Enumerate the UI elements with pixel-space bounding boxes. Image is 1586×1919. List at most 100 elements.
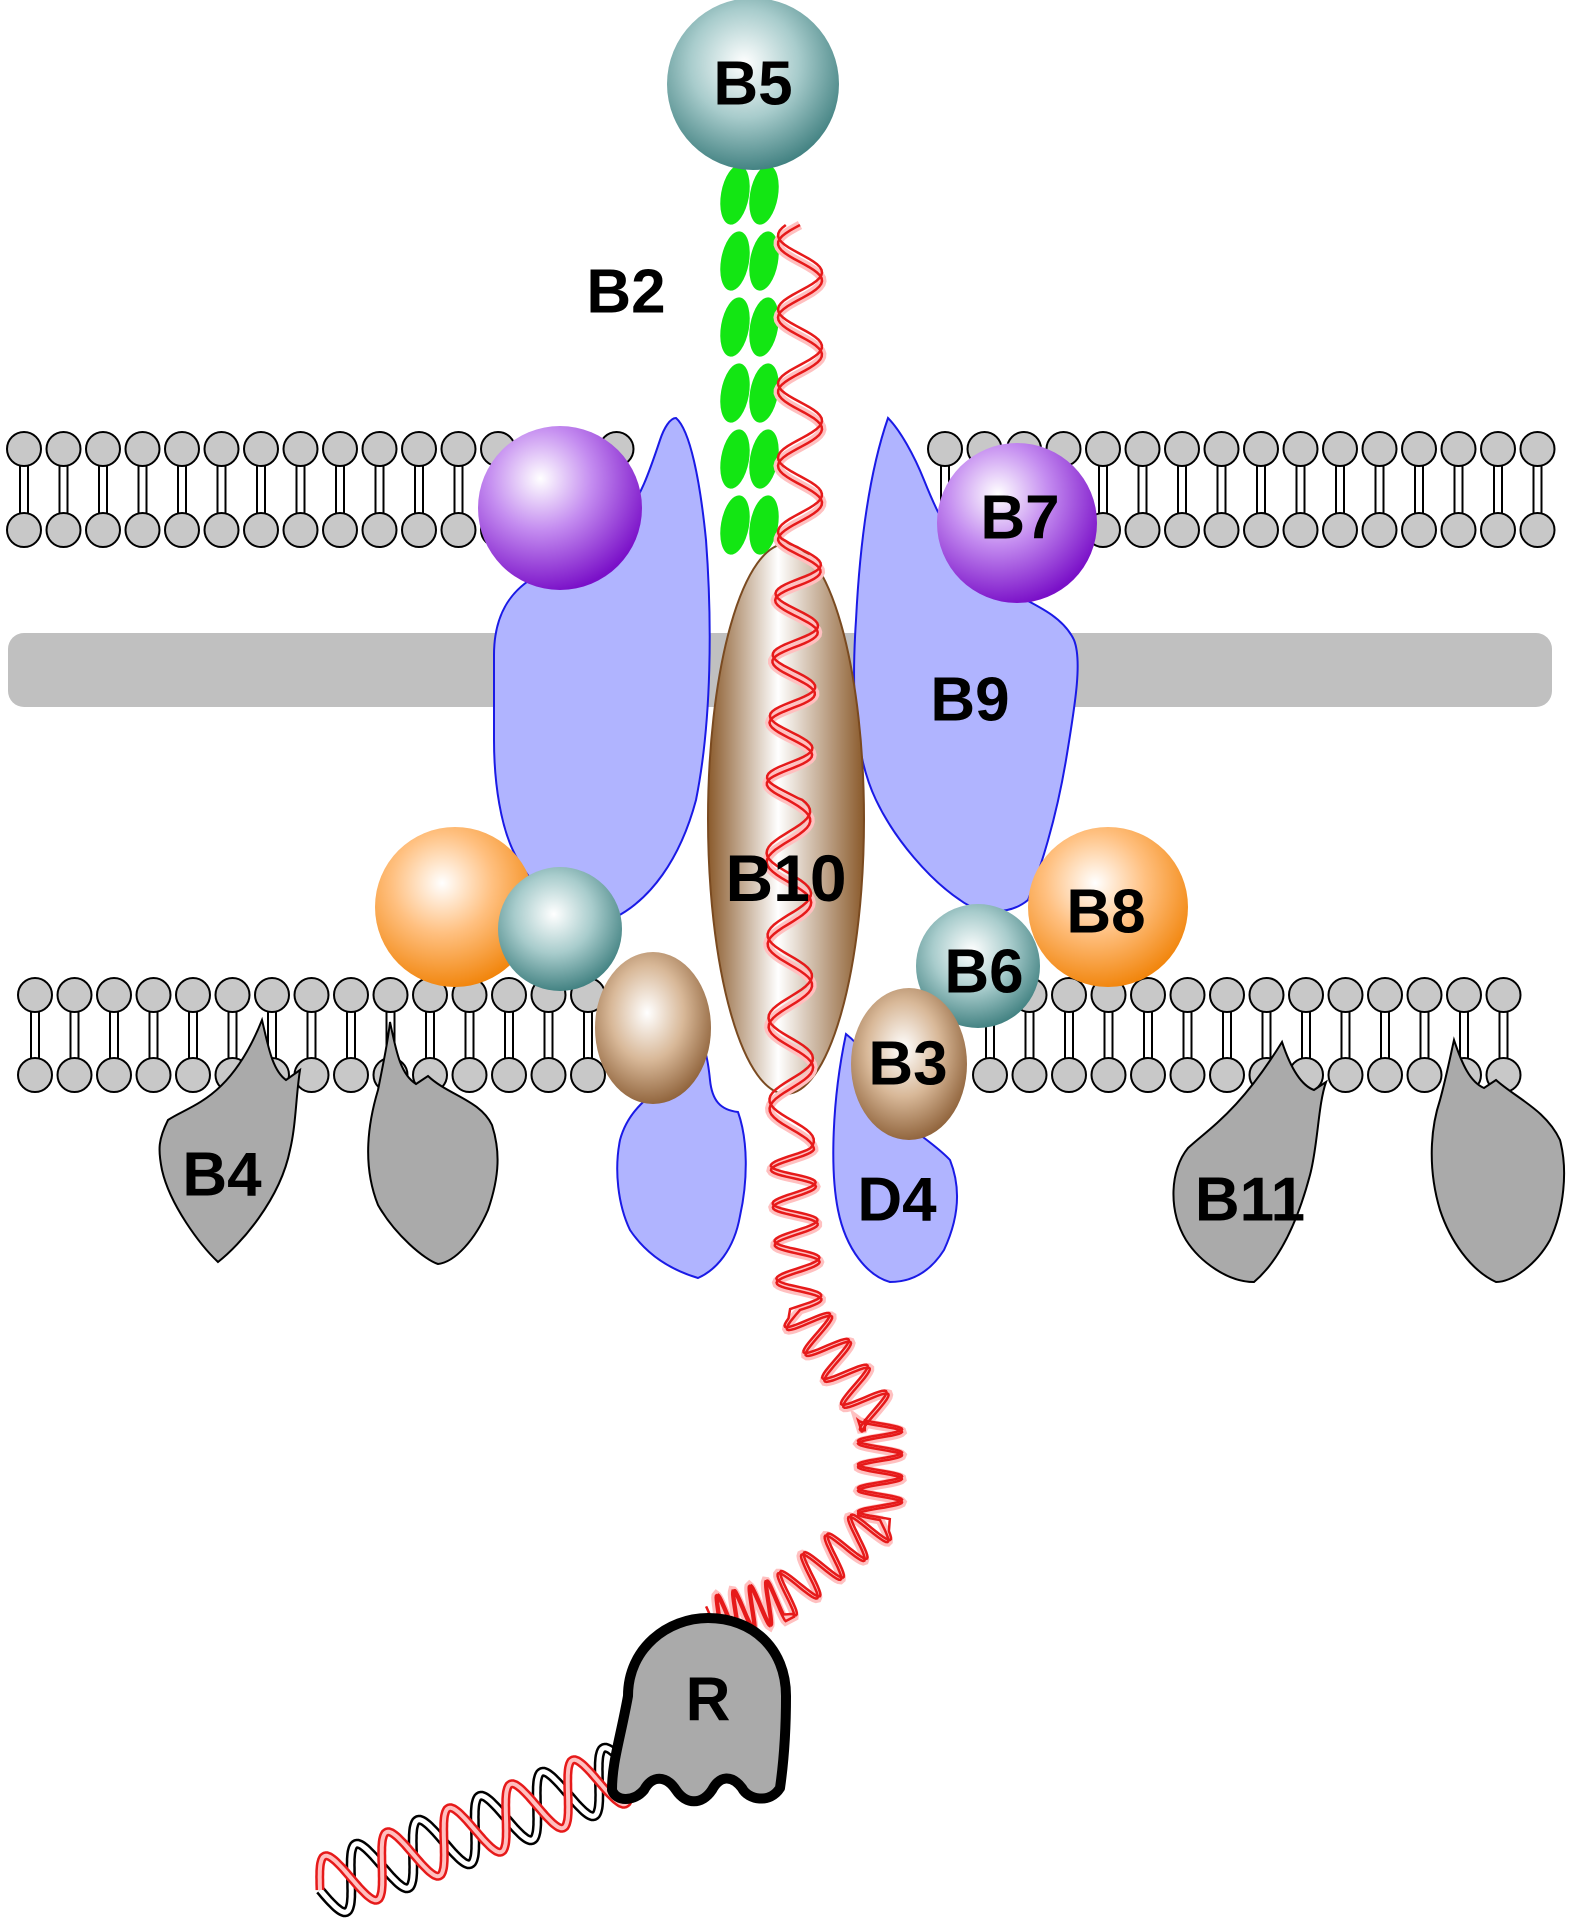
b8-protein-left <box>375 827 535 987</box>
lipid-head <box>45 512 82 548</box>
lipid-head <box>451 1057 488 1093</box>
lipid-head <box>293 977 330 1013</box>
b8-protein-right <box>1028 827 1188 987</box>
lipid-head <box>1248 977 1285 1013</box>
lipid-head <box>322 512 358 548</box>
pilin-subunit <box>720 495 750 555</box>
lipid-head <box>1322 512 1358 548</box>
pilin-subunit <box>720 231 750 291</box>
double-strand-dna <box>315 1742 635 1918</box>
b11-proteins <box>1172 1036 1566 1284</box>
label-b5: B5 <box>713 50 792 119</box>
label-b10: B10 <box>725 841 846 915</box>
lipid-head <box>401 512 437 548</box>
lipid-head <box>361 431 398 467</box>
lipid-head <box>1401 512 1437 548</box>
lipid-head <box>372 977 409 1013</box>
lipid-head <box>972 1057 1008 1093</box>
b6-protein-left <box>498 867 622 991</box>
lipid-head <box>1169 977 1206 1013</box>
lipid-head <box>1519 512 1556 548</box>
b7-protein-left <box>478 426 642 590</box>
lipid-head <box>1288 977 1324 1013</box>
lipid-head <box>282 512 319 548</box>
pilin-subunit <box>749 165 779 225</box>
lipid-head <box>1327 977 1364 1013</box>
lipid-head <box>85 512 121 548</box>
lipid-head <box>203 512 240 548</box>
lipid-head <box>96 977 132 1013</box>
lipid-head <box>1130 1057 1166 1093</box>
lipid-head <box>1361 431 1398 467</box>
lipid-head <box>1440 512 1477 548</box>
lipid-head <box>56 1057 93 1093</box>
lipid-head <box>1401 431 1437 467</box>
lipid-head <box>1130 977 1166 1013</box>
lipid-head <box>1051 1057 1087 1093</box>
lipid-head <box>1480 512 1516 548</box>
b11-protein-right <box>1430 1036 1566 1284</box>
lipid-head <box>440 431 477 467</box>
b4-proteins <box>158 1016 499 1266</box>
lipid-head <box>1406 1057 1443 1093</box>
lipid-head <box>1406 977 1443 1013</box>
dna-strand-edge <box>708 223 904 1642</box>
b6-protein-right <box>916 904 1040 1028</box>
lipid-head <box>1124 512 1161 548</box>
lipid-head <box>1243 512 1279 548</box>
lipid-head <box>214 977 251 1013</box>
label-r: R <box>686 1666 731 1735</box>
b7-protein-right <box>937 443 1097 603</box>
lipid-head <box>135 977 172 1013</box>
lipid-head <box>164 512 200 548</box>
label-b6: B6 <box>944 938 1023 1007</box>
dna-strand-edge <box>704 224 904 1641</box>
lipid-head <box>175 977 211 1013</box>
lipid-head <box>1446 977 1482 1013</box>
lipid-head <box>17 1057 53 1093</box>
pilin-subunit <box>720 297 750 357</box>
lipid-head <box>1367 1057 1403 1093</box>
b2-pilus <box>720 165 779 555</box>
b11-protein-left <box>1172 1039 1328 1284</box>
lipid-head <box>6 512 42 548</box>
lipid-head <box>1327 1057 1364 1093</box>
label-d4: D4 <box>857 1166 937 1235</box>
label-b7: B7 <box>980 484 1059 553</box>
lipid-head <box>1243 431 1279 467</box>
label-b4: B4 <box>182 1141 262 1210</box>
lipid-head <box>1322 431 1358 467</box>
lipid-head <box>1361 512 1398 548</box>
lipid-head <box>1164 431 1200 467</box>
lipid-head <box>85 431 121 467</box>
pilin-subunit <box>720 429 750 489</box>
label-b8: B8 <box>1066 878 1145 947</box>
lipid-head <box>1282 512 1319 548</box>
lipid-head <box>1209 977 1245 1013</box>
lipid-head <box>164 431 200 467</box>
pilin-subunit <box>749 231 779 291</box>
lipid-head <box>282 431 319 467</box>
label-b9: B9 <box>930 666 1009 735</box>
label-b3: B3 <box>868 1030 947 1099</box>
lipid-head <box>1169 1057 1206 1093</box>
label-b2: B2 <box>586 258 665 327</box>
lipid-head <box>1051 977 1087 1013</box>
dsdna-strand-red-fill <box>317 1757 633 1903</box>
single-strand-dna <box>704 221 908 1645</box>
lipid-head <box>243 431 279 467</box>
lipid-head <box>1124 431 1161 467</box>
b5-tip-protein <box>667 0 839 170</box>
lipid-head <box>1209 1057 1245 1093</box>
lipid-head <box>1367 977 1403 1013</box>
lipid-head <box>175 1057 211 1093</box>
lipid-head <box>254 977 290 1013</box>
lipid-head <box>333 977 369 1013</box>
relaxase-r <box>607 1613 791 1807</box>
pilin-subunit <box>720 363 750 423</box>
lipid-head <box>6 431 42 467</box>
pilin-subunit <box>749 363 779 423</box>
lipid-head <box>440 512 477 548</box>
lipid-head <box>1011 1057 1048 1093</box>
